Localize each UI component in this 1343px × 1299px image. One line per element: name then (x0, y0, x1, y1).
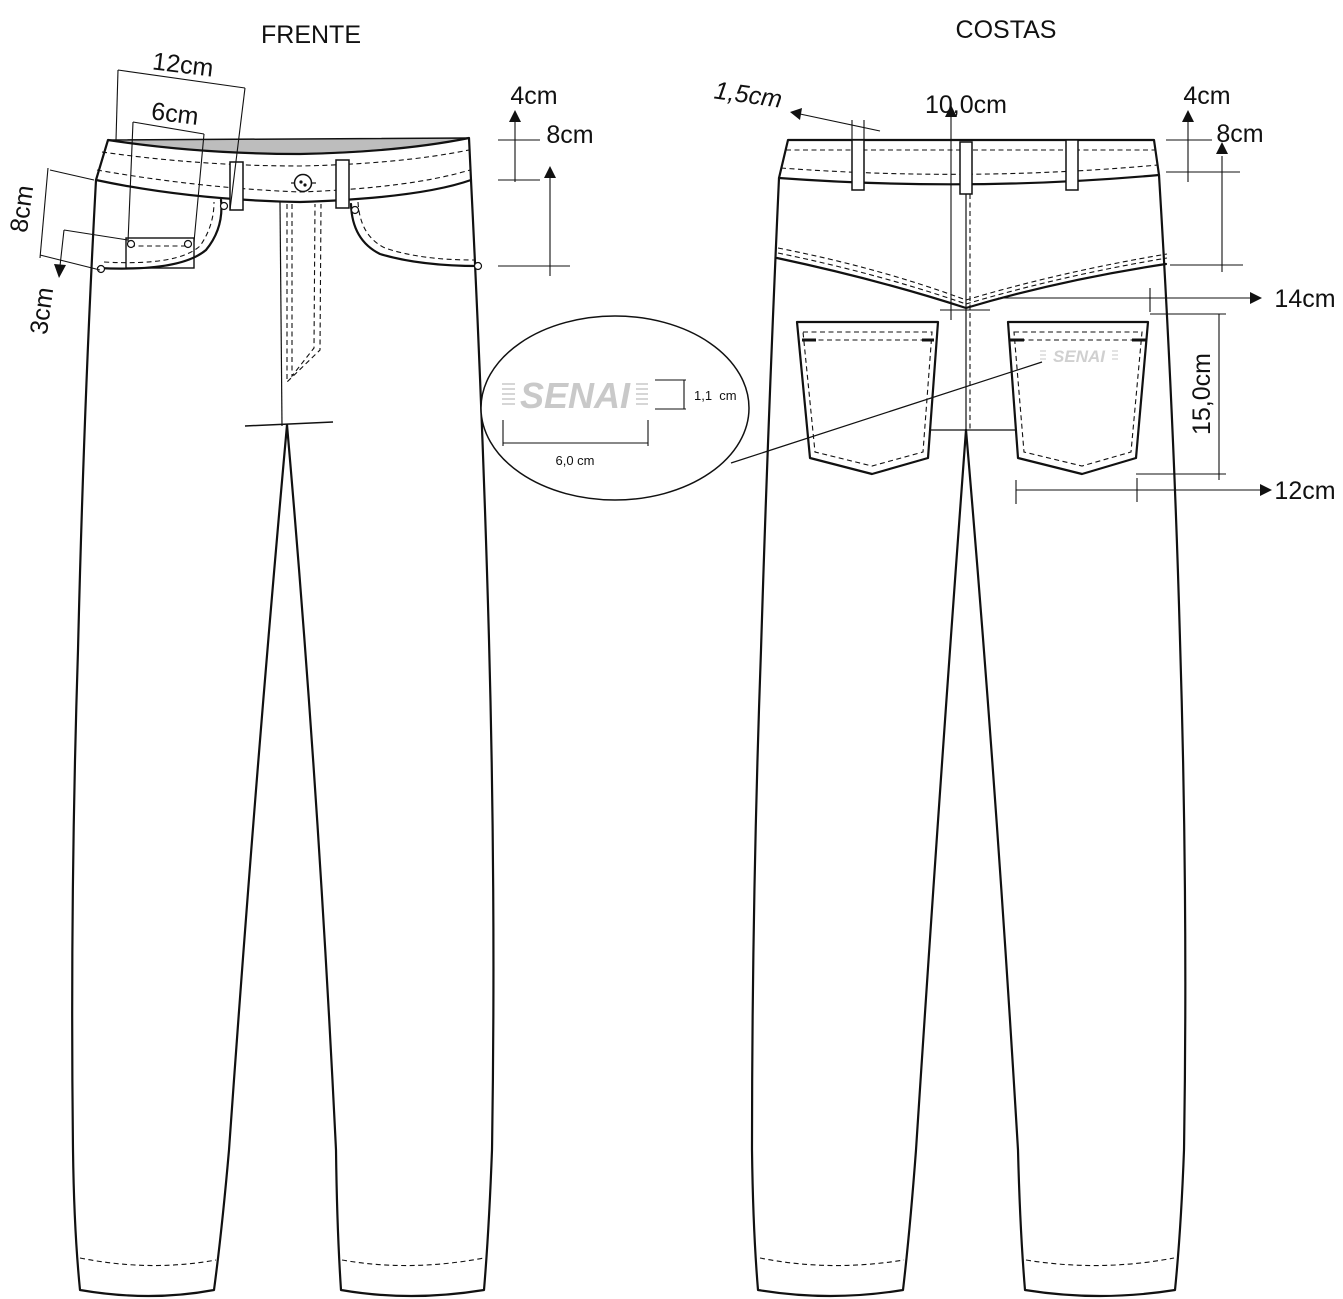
svg-text:10,0cm: 10,0cm (925, 91, 1007, 119)
logo-stripes-right (636, 383, 648, 405)
back-belt-loop-right (1065, 139, 1079, 191)
dim-center-loop: 10,0cm (925, 91, 1007, 320)
back-leg-right (964, 173, 1187, 1298)
front-title: FRENTE (261, 21, 361, 49)
front-belt-loop-left (229, 161, 244, 211)
back-yoke (775, 256, 1168, 310)
back-view: COSTAS (712, 16, 1336, 1298)
svg-text:4cm: 4cm (510, 82, 557, 110)
back-belt-loop-center (959, 141, 973, 195)
svg-text:1,5cm: 1,5cm (712, 76, 783, 113)
logo-stripes-left (502, 383, 515, 405)
back-waistband (777, 138, 1161, 186)
svg-text:6cm: 6cm (150, 97, 200, 131)
svg-text:4cm: 4cm (1183, 82, 1230, 110)
back-title: COSTAS (956, 16, 1057, 44)
svg-text:1,1 cm: 1,1 cm (694, 388, 737, 403)
dim-yoke-to-pocket: 14cm (998, 285, 1336, 313)
back-pocket-logo: SENAI (1053, 347, 1106, 366)
front-crotch-line (244, 421, 334, 427)
logo-detail-leader (730, 361, 1043, 464)
front-leg-right (285, 178, 495, 1298)
dim-front-waist-heights: 4cm 8cm (498, 82, 594, 276)
dim-back-waist-heights: 4cm 8cm (1166, 82, 1264, 272)
back-pocket-left (795, 320, 940, 476)
dim-coin-pocket-width: 6cm (127, 97, 205, 243)
logo-detail-ellipse (480, 315, 750, 501)
front-pocket-left (96, 198, 223, 270)
svg-text:14cm: 14cm (1274, 285, 1335, 313)
front-view: FRENTE (5, 21, 594, 1298)
logo-detail-callout: SENAI 1,1 cm 6,0 cm (480, 315, 1043, 501)
dim-back-pocket-height: 15,0cm (1136, 313, 1226, 480)
dim-coin-pocket-depth: 3cm (25, 229, 129, 337)
svg-text:3cm: 3cm (25, 286, 59, 337)
svg-text:12cm: 12cm (151, 47, 215, 82)
front-leg-left (71, 178, 289, 1298)
svg-text:12cm: 12cm (1274, 477, 1335, 505)
dim-beltloop-width: 1,5cm (712, 76, 881, 140)
front-coin-pocket (125, 237, 195, 269)
svg-text:6,0 cm: 6,0 cm (555, 453, 594, 468)
dim-front-pocket-depth: 8cm (5, 167, 101, 271)
svg-text:8cm: 8cm (5, 184, 39, 235)
dim-back-pocket-width: 12cm (1015, 477, 1336, 505)
logo-detail-text: SENAI (520, 375, 631, 416)
back-belt-loop-left (851, 139, 865, 191)
back-leg-left (750, 176, 968, 1298)
front-belt-loop-right (335, 159, 350, 209)
svg-text:8cm: 8cm (1216, 120, 1263, 148)
front-pocket-right (349, 202, 481, 268)
front-button (293, 173, 313, 193)
svg-text:8cm: 8cm (546, 121, 593, 149)
back-pocket-right (1006, 320, 1150, 476)
svg-text:15,0cm: 15,0cm (1188, 353, 1216, 435)
